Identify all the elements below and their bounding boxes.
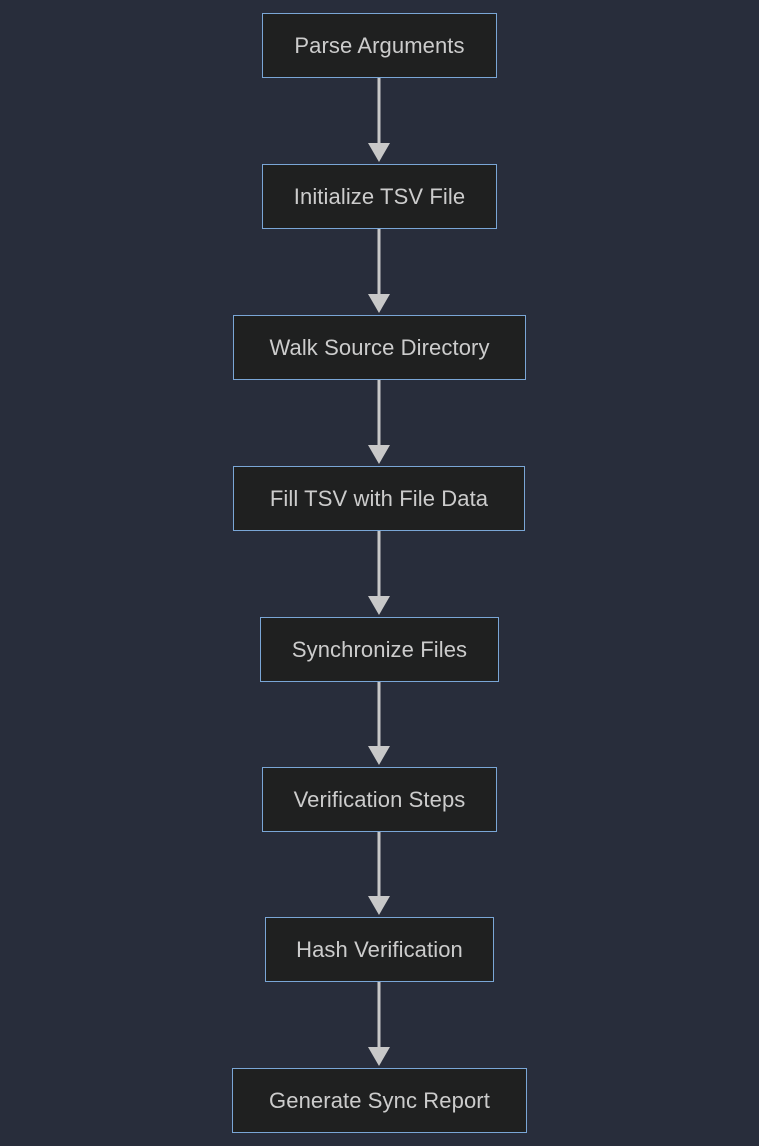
edge-arrowhead-icon: [368, 445, 390, 464]
flow-edge-synchronize-files-to-verification-steps: [368, 682, 390, 765]
edge-arrowhead-icon: [368, 294, 390, 313]
edge-arrowhead-icon: [368, 896, 390, 915]
flow-node-hash-verification[interactable]: Hash Verification: [265, 917, 494, 982]
flow-edge-parse-arguments-to-initialize-tsv-file: [368, 78, 390, 162]
flow-edge-fill-tsv-with-file-data-to-synchronize-files: [368, 531, 390, 615]
flow-edge-initialize-tsv-file-to-walk-source-directory: [368, 229, 390, 313]
flow-node-label: Synchronize Files: [291, 636, 468, 662]
flow-node-fill-tsv-with-file-data[interactable]: Fill TSV with File Data: [233, 466, 525, 531]
flow-edge-verification-steps-to-hash-verification: [368, 832, 390, 915]
edge-arrowhead-icon: [368, 746, 390, 765]
flow-edge-hash-verification-to-generate-sync-report: [368, 982, 390, 1066]
edge-arrowhead-icon: [368, 1047, 390, 1066]
flow-node-walk-source-directory[interactable]: Walk Source Directory: [233, 315, 526, 380]
flow-node-verification-steps[interactable]: Verification Steps: [262, 767, 497, 832]
flow-node-label: Walk Source Directory: [269, 334, 490, 360]
flow-node-generate-sync-report[interactable]: Generate Sync Report: [232, 1068, 527, 1133]
flow-node-initialize-tsv-file[interactable]: Initialize TSV File: [262, 164, 497, 229]
flow-node-label: Parse Arguments: [294, 32, 465, 58]
flow-node-label: Initialize TSV File: [293, 183, 466, 209]
flow-node-label: Fill TSV with File Data: [269, 485, 489, 511]
flow-node-label: Verification Steps: [293, 786, 466, 812]
flow-node-synchronize-files[interactable]: Synchronize Files: [260, 617, 499, 682]
flow-node-label: Generate Sync Report: [269, 1087, 490, 1113]
edge-arrowhead-icon: [368, 596, 390, 615]
flow-node-label: Hash Verification: [296, 936, 463, 962]
flow-node-parse-arguments[interactable]: Parse Arguments: [262, 13, 497, 78]
flow-edge-walk-source-directory-to-fill-tsv-with-file-data: [368, 380, 390, 464]
edge-arrowhead-icon: [368, 143, 390, 162]
